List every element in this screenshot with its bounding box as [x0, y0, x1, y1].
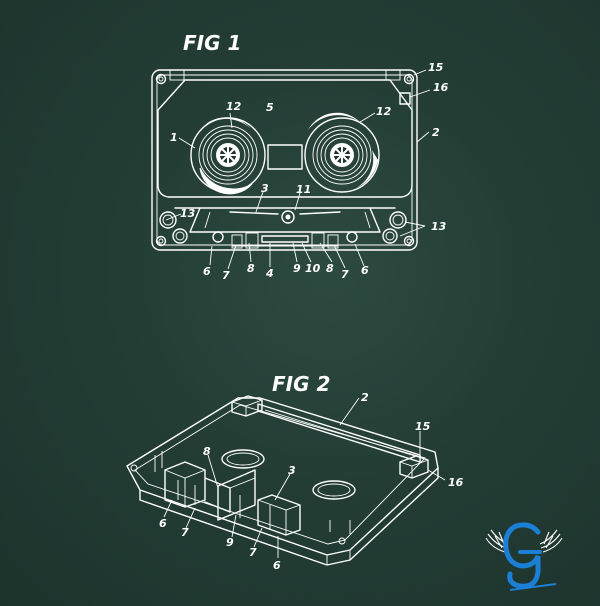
fig1-label-8a: 8: [247, 262, 255, 275]
fig1-label-10: 10: [305, 262, 321, 275]
fig1-label-8b: 8: [326, 262, 334, 275]
fig2-label-7a: 7: [181, 526, 189, 539]
fig1-label-11: 11: [296, 183, 311, 196]
left-reel: [190, 117, 266, 195]
fig1-label-13b: 13: [431, 220, 447, 233]
fig1-label-7a: 7: [222, 269, 230, 282]
fig2-label-8: 8: [203, 445, 211, 458]
fig2-label-3: 3: [288, 464, 296, 477]
fig2-leader-lines: [163, 397, 446, 558]
fig1-leader-lines: [165, 69, 431, 270]
fig1-title: FIG 1: [183, 31, 241, 55]
cassette-shell-front: [151, 69, 418, 251]
fig2-label-2: 2: [361, 391, 369, 404]
fig1-label-2: 2: [432, 126, 440, 139]
right-reel: [304, 112, 380, 193]
fig2-label-16: 16: [448, 476, 464, 489]
fig1-label-9: 9: [293, 262, 301, 275]
fig2-title: FIG 2: [272, 372, 330, 396]
fig1-label-6b: 6: [361, 264, 369, 277]
fig2-label-7b: 7: [249, 546, 257, 559]
fig1-label-6a: 6: [203, 265, 211, 278]
fig1-label-12b: 12: [376, 105, 392, 118]
fig2-labels: 2 15 16 8 3 6 7 9 7 6: [159, 391, 464, 572]
fig1-labels: 12 5 12 1 2 15 16 13 13 3 11 6 7 8 4 9 1…: [170, 61, 449, 282]
head-area: [159, 207, 407, 249]
fig1-label-1: 1: [170, 131, 178, 144]
fig2-label-15: 15: [415, 420, 431, 433]
fig2: FIG 2: [126, 372, 464, 572]
fig1-label-15: 15: [428, 61, 444, 74]
fig1-label-13a: 13: [180, 207, 196, 220]
fig1-label-7b: 7: [341, 268, 349, 281]
fig2-label-9: 9: [226, 536, 234, 549]
winged-g-logo: [485, 522, 563, 591]
fig2-label-6a: 6: [159, 517, 167, 530]
fig1-label-5: 5: [266, 101, 274, 114]
fig1-label-4: 4: [265, 267, 274, 280]
fig1-label-3: 3: [261, 182, 269, 195]
cassette-shell-isometric: [126, 395, 439, 566]
fig2-label-6b: 6: [273, 559, 281, 572]
fig1: FIG 1: [151, 31, 449, 282]
fig1-label-16: 16: [433, 81, 449, 94]
fig1-label-12a: 12: [226, 100, 242, 113]
